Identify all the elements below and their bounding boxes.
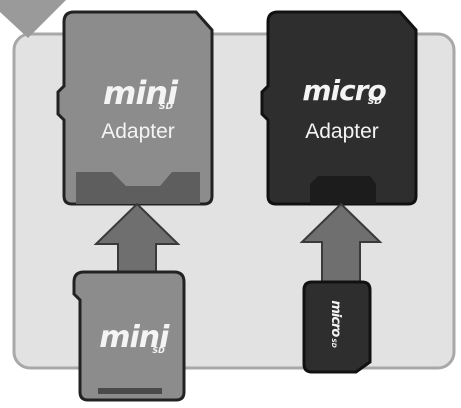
- microsd-adapter-logo: microSD: [274, 74, 410, 114]
- minisd-adapter-slot: [76, 172, 200, 204]
- microsd-adapter-slot: [310, 176, 376, 204]
- minisd-adapter-logo-text: mini: [102, 74, 178, 112]
- microsd-adapter: [260, 10, 418, 206]
- corner-triangle-icon: [0, 0, 66, 38]
- microsd-adapter-caption: Adapter: [305, 120, 379, 143]
- microsd-card: [302, 280, 372, 374]
- microsd-card-logo-text: micro: [328, 300, 343, 337]
- microsd-card-logo-sd: SD: [330, 338, 337, 348]
- microsd-adapter-logo-sd: SD: [367, 97, 382, 107]
- minisd-adapter-caption: Adapter: [101, 120, 175, 143]
- minisd-card-contact: [98, 388, 162, 394]
- minisd-adapter: [56, 10, 214, 206]
- minisd-card-logo-text: mini: [99, 320, 169, 355]
- microsd-card-logo: microSD: [327, 288, 345, 360]
- microsd-adapter-logo-text: micro: [302, 74, 386, 107]
- minisd-adapter-logo-sd: SD: [159, 102, 173, 112]
- minisd-card: [72, 270, 186, 402]
- minisd-card-logo-sd: SD: [152, 346, 165, 355]
- minisd-adapter-logo: miniSD: [70, 74, 206, 114]
- minisd-card-logo: miniSD: [82, 320, 182, 360]
